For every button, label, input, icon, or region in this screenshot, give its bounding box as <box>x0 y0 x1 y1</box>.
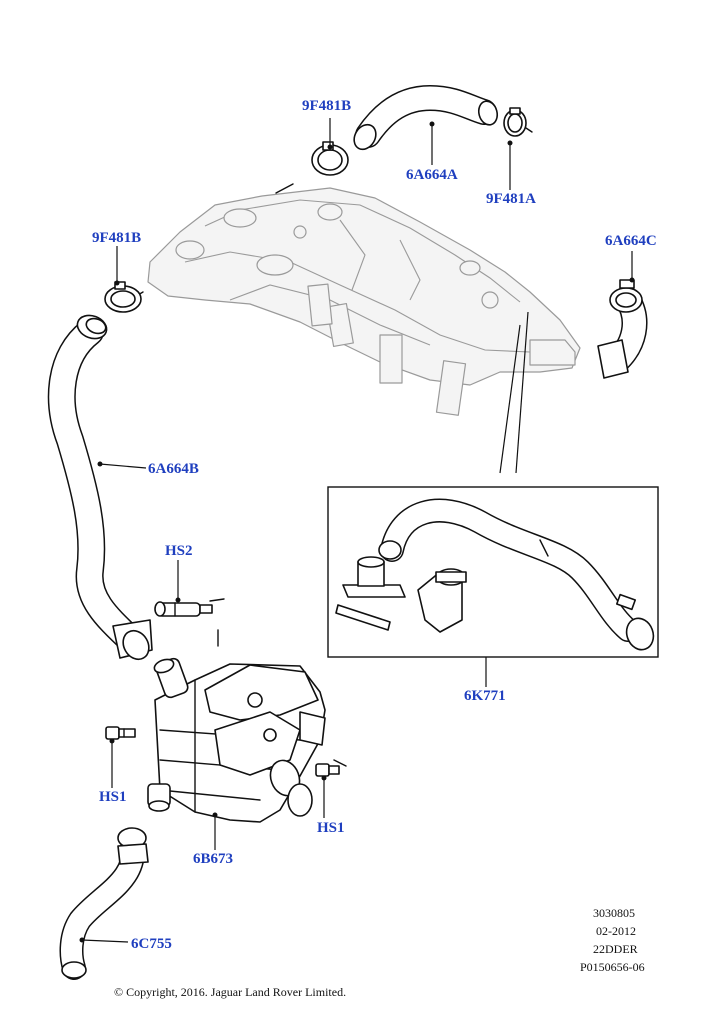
reference-line-3: 22DDER <box>593 942 638 956</box>
callout-hs2[interactable]: HS2 <box>165 543 193 559</box>
bolt-hs1-left <box>105 726 136 740</box>
callout-6a664a[interactable]: 6A664A <box>406 167 458 183</box>
hose-6a664c <box>597 279 648 379</box>
callout-6c755[interactable]: 6C755 <box>131 936 172 952</box>
clamp-9f481b-left <box>104 281 142 313</box>
callout-hs1-right[interactable]: HS1 <box>317 820 345 836</box>
callout-9f481b-top[interactable]: 9F481B <box>302 98 352 114</box>
callout-6k771[interactable]: 6K771 <box>464 688 506 704</box>
leader-lines <box>79 118 635 943</box>
reference-line-4: P0150656-06 <box>580 960 645 974</box>
callout-6b673[interactable]: 6B673 <box>193 851 234 867</box>
kit-6k771-box <box>327 486 659 658</box>
reference-line-2: 02-2012 <box>596 924 636 938</box>
bolt-hs1-right <box>315 763 340 777</box>
callout-9f481a[interactable]: 9F481A <box>486 191 536 207</box>
callout-6a664c[interactable]: 6A664C <box>605 233 657 249</box>
callout-hs1-left[interactable]: HS1 <box>99 789 127 805</box>
copyright-notice: © Copyright, 2016. Jaguar Land Rover Lim… <box>114 985 347 999</box>
callout-9f481b-left[interactable]: 9F481B <box>92 230 142 246</box>
callout-6a664b[interactable]: 6A664B <box>148 461 199 477</box>
reference-line-1: 3030805 <box>593 906 635 920</box>
intake-manifold-ghost <box>147 187 581 416</box>
clamp-9f481a <box>503 107 533 137</box>
cooler-6b673 <box>147 657 326 823</box>
sensor-hs2 <box>154 598 225 617</box>
hose-6a664b <box>47 314 153 661</box>
hose-6c755 <box>59 827 149 980</box>
hose-6a664a <box>353 85 499 151</box>
